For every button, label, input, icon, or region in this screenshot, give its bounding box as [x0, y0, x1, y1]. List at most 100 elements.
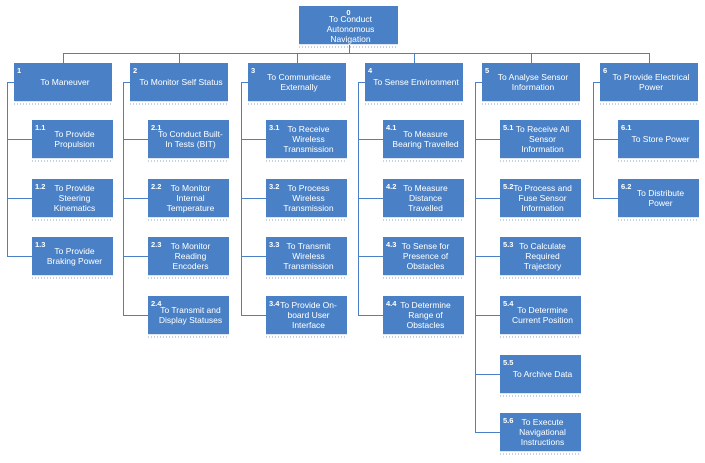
node-label: To Conduct Built-In Tests (BIT) — [158, 129, 223, 149]
node-number: 5.4 — [503, 299, 514, 308]
node-label: To Maneuver — [40, 77, 90, 87]
node-number: 6.2 — [621, 182, 632, 191]
node-number: 2 — [133, 66, 138, 75]
child-connector-3.1 — [241, 139, 266, 140]
node-label: To Process and Fuse Sensor Information — [513, 183, 572, 213]
node-number: 2.1 — [151, 123, 162, 132]
branch-drop-3 — [297, 53, 298, 63]
node-number: 6.1 — [621, 123, 632, 132]
subfunction-node-6.2[interactable]: 6.2 To Distribute Power — [618, 179, 699, 221]
node-label: To Receive Wireless Transmission — [283, 124, 334, 154]
child-connector-2.1 — [123, 139, 148, 140]
branch-spine-3 — [241, 82, 242, 316]
child-connector-4.1 — [358, 139, 383, 140]
node-label: To Determine Current Position — [512, 305, 573, 325]
node-number: 1.2 — [35, 182, 46, 191]
branch-drop-6 — [649, 53, 650, 63]
child-connector-4.3 — [358, 256, 383, 257]
subfunction-node-1.2[interactable]: 1.2 To Provide Steering Kinematics — [32, 179, 113, 221]
node-number: 4 — [368, 66, 373, 75]
node-label: To Execute Navigational Instructions — [519, 417, 566, 447]
child-connector-1.2 — [7, 198, 32, 199]
node-label: To Monitor Reading Encoders — [170, 241, 211, 271]
node-label: To Monitor Self Status — [139, 77, 223, 87]
child-connector-5.4 — [475, 315, 500, 316]
node-number: 4.4 — [386, 299, 397, 308]
child-connector-3.2 — [241, 198, 266, 199]
child-connector-4.4 — [358, 315, 383, 316]
node-label: To Provide Electrical Power — [612, 72, 690, 92]
child-connector-3.4 — [241, 315, 266, 316]
node-label: To Transmit Wireless Transmission — [283, 241, 334, 271]
subfunction-node-5.5[interactable]: 5.5 To Archive Data — [500, 355, 581, 397]
node-number: 4.1 — [386, 123, 397, 132]
node-label: To Provide Braking Power — [46, 246, 103, 266]
branch-spine-1 — [7, 82, 8, 257]
node-label: To Sense Environment — [373, 77, 459, 87]
node-number: 2.4 — [151, 299, 162, 308]
node-label: To Transmit and Display Statuses — [158, 305, 223, 325]
node-label: To Analyse Sensor Information — [497, 72, 569, 92]
branch-spine-link-1 — [7, 82, 14, 83]
node-label: To Archive Data — [512, 369, 573, 379]
node-label: To Measure Distance Travelled — [403, 183, 448, 213]
child-connector-2.2 — [123, 198, 148, 199]
node-label: To Calculate Required Trajectory — [519, 241, 566, 271]
node-number: 1.3 — [35, 240, 46, 249]
branch-spine-link-6 — [593, 82, 600, 83]
child-connector-5.1 — [475, 139, 500, 140]
child-connector-4.2 — [358, 198, 383, 199]
node-label: To Distribute Power — [636, 188, 685, 208]
branch-spine-4 — [358, 82, 359, 316]
node-number: 3.4 — [269, 299, 280, 308]
branch-drop-5 — [531, 53, 532, 63]
node-label: To Provide Steering Kinematics — [53, 183, 96, 213]
branch-spine-6 — [593, 82, 594, 199]
node-number: 3.2 — [269, 182, 280, 191]
node-number: 5.5 — [503, 358, 514, 367]
child-connector-1.1 — [7, 139, 32, 140]
node-label: To Monitor Internal Temperature — [166, 183, 215, 213]
child-connector-2.3 — [123, 256, 148, 257]
branch-drop-4 — [414, 53, 415, 63]
node-label: To Communicate Externally — [267, 72, 331, 92]
branch-drop-2 — [179, 53, 180, 63]
child-connector-5.2 — [475, 198, 500, 199]
node-number: 4.3 — [386, 240, 397, 249]
branch-spine-5 — [475, 82, 476, 433]
child-connector-5.6 — [475, 432, 500, 433]
node-label: To Conduct Autonomous Navigation — [326, 14, 375, 44]
node-label: To Receive All Sensor Information — [515, 124, 570, 154]
node-number: 0 — [346, 8, 351, 17]
node-label: To Provide On-board User Interface — [280, 300, 337, 330]
branch-spine-link-4 — [358, 82, 365, 83]
